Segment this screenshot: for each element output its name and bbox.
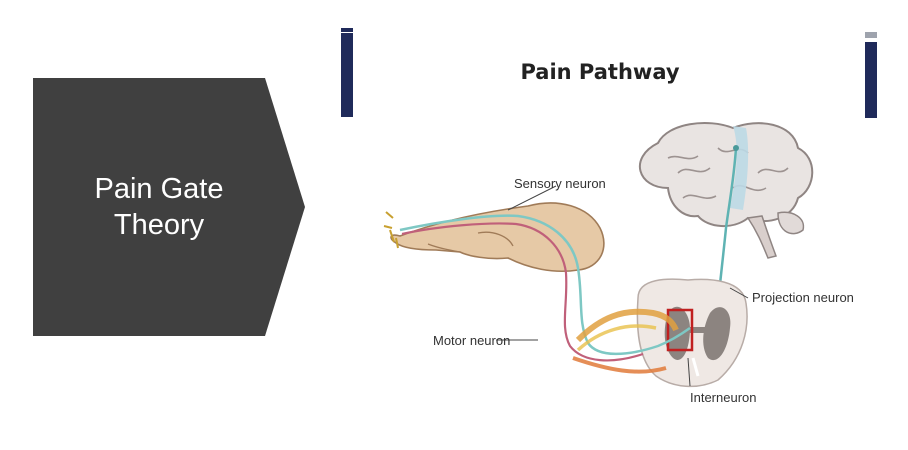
interneuron-label: Interneuron [690, 390, 757, 405]
topic-chevron: Pain Gate Theory [33, 78, 305, 336]
motor-neuron-label: Motor neuron [433, 333, 510, 348]
pain-pathway-diagram: Sensory neuron Projection neuron Motor n… [383, 122, 854, 405]
motor-neuron-path [401, 222, 644, 362]
sensory-leader [507, 185, 557, 211]
projection-terminal [733, 145, 739, 151]
afferent-bundle-inner [576, 324, 657, 352]
interneuron-highlight-box [666, 308, 694, 352]
chevron-label: Pain Gate Theory [33, 78, 285, 336]
efferent-bundle [572, 356, 667, 374]
projection-neuron-label: Projection neuron [752, 290, 854, 305]
brain-illustration [638, 122, 814, 259]
right-accent-cap [865, 32, 877, 38]
interneuron-leader [687, 357, 691, 387]
hand-illustration [383, 202, 605, 273]
afferent-bundle [575, 308, 679, 343]
sensory-neuron-path [399, 214, 691, 356]
chevron-line-1: Pain Gate [94, 173, 224, 205]
chevron-line-2: Theory [113, 209, 205, 241]
left-accent-cap [341, 28, 353, 32]
right-accent-bar [865, 42, 877, 118]
sensory-neuron-label: Sensory neuron [514, 176, 606, 191]
diagram-title: Pain Pathway [520, 60, 680, 84]
projection-leader [729, 287, 749, 299]
left-accent-bar [341, 33, 353, 117]
